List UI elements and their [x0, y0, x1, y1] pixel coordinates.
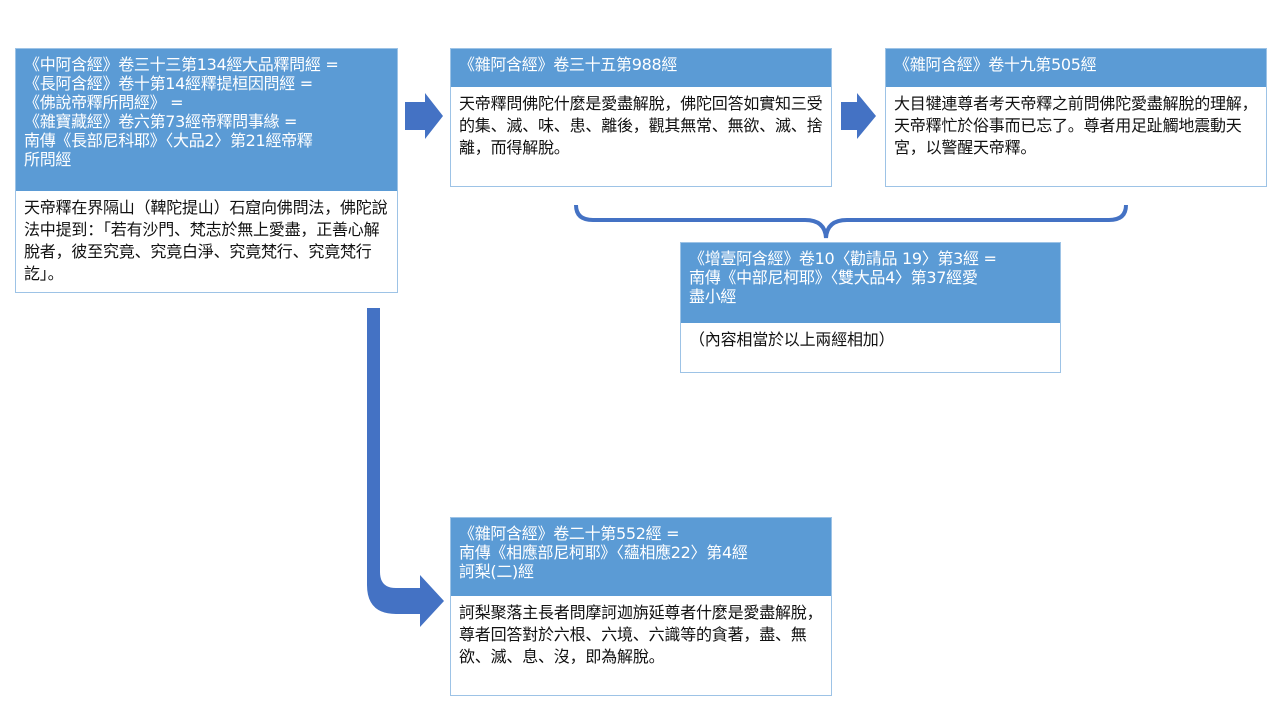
box-body: （內容相當於以上兩經相加）	[689, 330, 895, 349]
header-line: 南傳《相應部尼柯耶》〈蘊相應22〉第4經	[459, 543, 748, 562]
right-arrow-icon	[841, 93, 876, 139]
box-samyukta-552: 《雜阿含經》卷二十第552經 = 南傳《相應部尼柯耶》〈蘊相應22〉第4經 訶梨…	[450, 517, 832, 696]
box-header: 《雜阿含經》卷十九第505經	[886, 49, 1266, 87]
header-line: 《雜阿含經》卷十九第505經	[894, 55, 1097, 74]
header-line: 南傳《長部尼科耶》〈大品2〉第21經帝釋	[24, 131, 313, 150]
box-header: 《雜阿含經》卷二十第552經 = 南傳《相應部尼柯耶》〈蘊相應22〉第4經 訶梨…	[451, 518, 831, 596]
bent-down-right-arrow-icon	[367, 308, 444, 627]
box-body: 大目犍連尊者考天帝釋之前問佛陀愛盡解脫的理解，天帝釋忙於俗事而已忘了。尊者用足趾…	[894, 94, 1258, 157]
box-body: 訶梨聚落主長者問摩訶迦旃延尊者什麼是愛盡解脫，尊者回答對於六根、六境、六識等的貪…	[459, 603, 823, 666]
box-samyukta-505: 《雜阿含經》卷十九第505經 大目犍連尊者考天帝釋之前問佛陀愛盡解脫的理解，天帝…	[885, 48, 1267, 187]
right-arrow-icon	[405, 93, 443, 139]
box-body: 天帝釋問佛陀什麼是愛盡解脫，佛陀回答如實知三受的集、滅、味、患、離後，觀其無常、…	[459, 94, 823, 157]
box-body: 天帝釋在界隔山（鞞陀提山）石窟向佛問法，佛陀說法中提到：「若有沙門、梵志於無上愛…	[24, 198, 388, 283]
box-header: 《增壹阿含經》卷10〈勸請品 19〉第3經 = 南傳《中部尼柯耶》〈雙大品4〉第…	[681, 243, 1060, 323]
box-header: 《雜阿含經》卷三十五第988經	[451, 49, 831, 87]
header-line: 《增壹阿含經》卷10〈勸請品 19〉第3經 =	[689, 249, 997, 268]
header-line: 南傳《中部尼柯耶》〈雙大品4〉第37經愛	[689, 268, 978, 287]
header-line: 所問經	[24, 150, 72, 169]
box-main-sutra: 《中阿含經》卷三十三第134經大品釋問經 = 《長阿含經》卷十第14經釋提桓因問…	[15, 48, 398, 293]
header-line: 盡小經	[689, 287, 737, 306]
header-line: 《雜阿含經》卷二十第552經 =	[459, 524, 680, 543]
curly-brace-icon	[574, 204, 1128, 239]
header-line: 《中阿含經》卷三十三第134經大品釋問經 =	[24, 55, 339, 74]
header-line: 《雜寶藏經》卷六第73經帝釋問事緣 =	[24, 112, 298, 131]
box-samyukta-988: 《雜阿含經》卷三十五第988經 天帝釋問佛陀什麼是愛盡解脫，佛陀回答如實知三受的…	[450, 48, 832, 187]
box-header: 《中阿含經》卷三十三第134經大品釋問經 = 《長阿含經》卷十第14經釋提桓因問…	[16, 49, 397, 191]
header-line: 《長阿含經》卷十第14經釋提桓因問經 =	[24, 74, 313, 93]
header-line: 《佛說帝釋所問經》 =	[24, 93, 184, 112]
header-line: 訶梨(二)經	[459, 562, 534, 581]
header-line: 《雜阿含經》卷三十五第988經	[459, 55, 678, 74]
box-ekottara-combined: 《增壹阿含經》卷10〈勸請品 19〉第3經 = 南傳《中部尼柯耶》〈雙大品4〉第…	[680, 242, 1061, 373]
